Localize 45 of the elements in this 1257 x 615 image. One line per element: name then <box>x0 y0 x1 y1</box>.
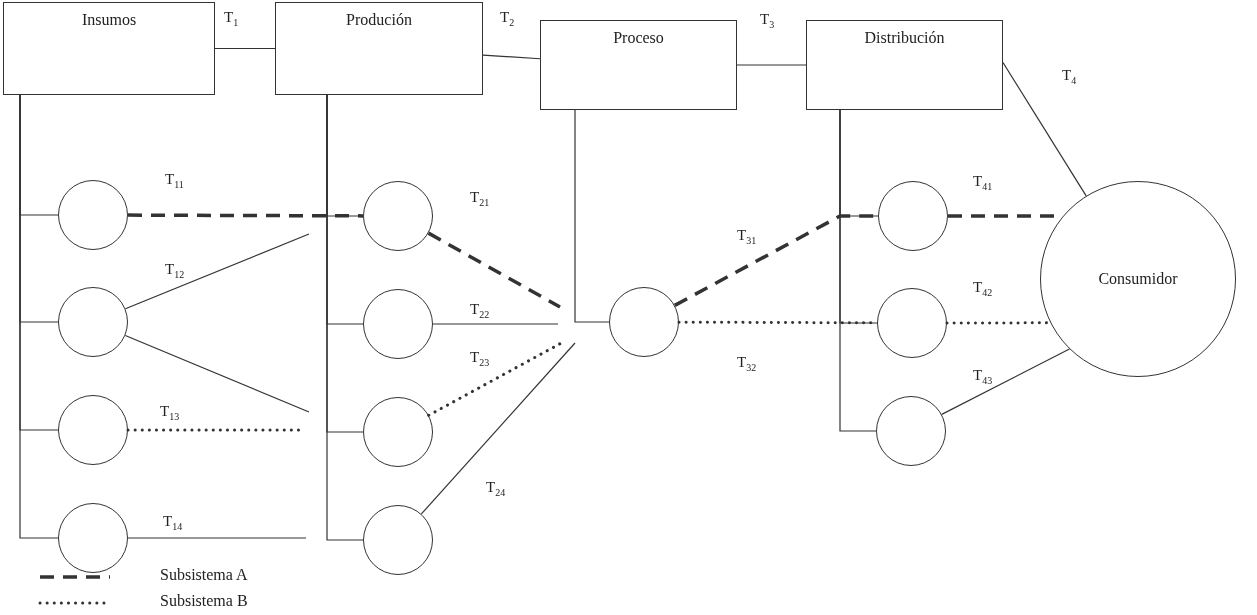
edge-label: T$_{24}$ <box>486 480 506 498</box>
connector-line <box>941 348 1071 415</box>
edge-label: T$_{3}$ <box>760 12 775 30</box>
edge-label: T$_{12}$ <box>165 262 185 280</box>
connector-line <box>736 64 807 66</box>
connector-line <box>432 323 559 325</box>
edge-label: T$_{11}$ <box>165 172 184 190</box>
node-label: Consumidor <box>1098 270 1178 288</box>
connector-line <box>326 94 364 541</box>
node-label: Proceso <box>613 29 664 46</box>
connector-line <box>19 94 59 539</box>
connector-line <box>128 213 363 218</box>
process-box <box>540 20 737 110</box>
edge-label: T$_{14}$ <box>163 514 183 532</box>
legend-label: Subsistema A <box>160 566 248 584</box>
node-label: Distribución <box>864 29 945 46</box>
edge-label: T$_{42}$ <box>973 280 993 298</box>
process-box <box>3 2 215 95</box>
edge-label: T$_{32}$ <box>737 355 757 373</box>
edge-label: T$_{22}$ <box>470 302 490 320</box>
connector-line <box>214 47 276 50</box>
connector-line <box>482 54 541 60</box>
edge-label: T$_{2}$ <box>500 10 515 28</box>
edge-label: T$_{13}$ <box>160 404 180 422</box>
process-box <box>275 2 483 95</box>
connector-line <box>127 537 307 539</box>
connector-line <box>574 109 610 323</box>
edge-label: T$_{41}$ <box>973 174 993 192</box>
connector-line <box>839 109 877 432</box>
edge-label: T$_{1}$ <box>224 10 239 28</box>
connector-line <box>1002 61 1087 197</box>
edge-label: T$_{43}$ <box>973 368 993 386</box>
node-label: Produción <box>346 11 412 28</box>
process-box <box>806 20 1003 110</box>
edge-label: T$_{4}$ <box>1062 68 1077 86</box>
edge-label: T$_{31}$ <box>737 228 757 246</box>
edge-label: T$_{23}$ <box>470 350 490 368</box>
connector-line <box>124 233 310 310</box>
connector-line <box>124 334 310 413</box>
connector-line <box>126 428 302 432</box>
connector-line <box>420 342 576 515</box>
legend-label: Subsistema B <box>160 592 248 610</box>
node-label: Insumos <box>81 11 137 28</box>
edge-label: T$_{21}$ <box>470 190 490 208</box>
connector-line <box>427 231 561 309</box>
